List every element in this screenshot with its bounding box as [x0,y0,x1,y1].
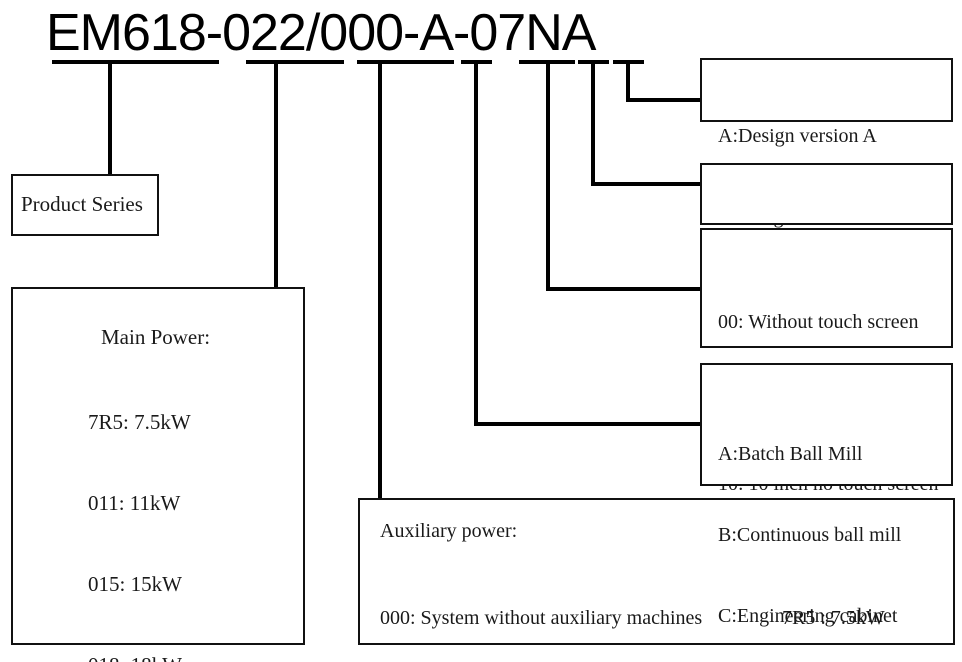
leader-plc-vertical [591,60,595,182]
main-power-box: Main Power: 7R5: 7.5kW 011: 11kW 015: 15… [11,287,305,662]
auxiliary-power-right-column: 7R5 : 7.5kW 015: 15kW ... ... ... [782,546,885,662]
mill-type-row: C:Engineering cabinet [718,605,898,627]
touch-screen-box: 00: Without touch screen 07: 7 inch touc… [700,228,953,495]
main-power-row: 011: 11kW [88,491,181,515]
main-power-row: 018: 18kW [88,652,192,662]
leader-plc-horizontal [591,182,702,186]
main-power-row: 015: 15kW [88,572,182,596]
leader-touch-screen-vertical [546,60,550,287]
auxiliary-power-title: Auxiliary power: [380,520,518,542]
auxiliary-power-left-column: 000: System without auxiliary machines 0… [380,546,702,662]
product-series-box: Product Series [11,174,159,236]
auxiliary-power-row: 000: System without auxiliary machines [380,607,703,629]
mill-type-row: B:Continuous ball mill [718,524,902,546]
leader-touch-screen-horizontal [546,287,702,291]
leader-mill-type-vertical [474,60,478,422]
design-version-row: A:Design version A [718,125,877,147]
main-power-row: 7R5: 7.5kW [88,410,191,434]
main-power-title: Main Power: [101,325,211,349]
leader-design-version-vertical [626,60,630,102]
auxiliary-power-row: 7R5 : 7.5kW [782,607,885,629]
design-version-box: A:Design version A B:Design version B ..… [700,58,953,228]
product-series-label: Product Series [21,192,143,216]
leader-mill-type-horizontal [474,422,702,426]
mill-type-box: A:Batch Ball Mill B:Continuous ball mill… [700,363,953,627]
leader-design-version-horizontal [626,98,702,102]
touch-screen-row: 00: Without touch screen [718,311,919,333]
underline-auxiliary-power [357,60,454,64]
main-power-list: 7R5: 7.5kW 011: 11kW 015: 15kW 018: 18kW… [88,355,192,662]
mill-type-lines: A:Batch Ball Mill B:Continuous ball mill… [718,387,901,662]
leader-product-series [108,60,112,176]
mill-type-row: A:Batch Ball Mill [718,443,863,465]
leader-main-power [274,60,278,289]
leader-auxiliary-power [378,60,382,500]
model-code-title: EM618-022/000-A-07NA [46,4,596,62]
underline-product-series [52,60,219,64]
auxiliary-power-box: Auxiliary power: 000: System without aux… [358,498,955,645]
plc-option-box: N:System without PLC P:System with PLC [700,163,953,332]
underline-main-power [246,60,344,64]
